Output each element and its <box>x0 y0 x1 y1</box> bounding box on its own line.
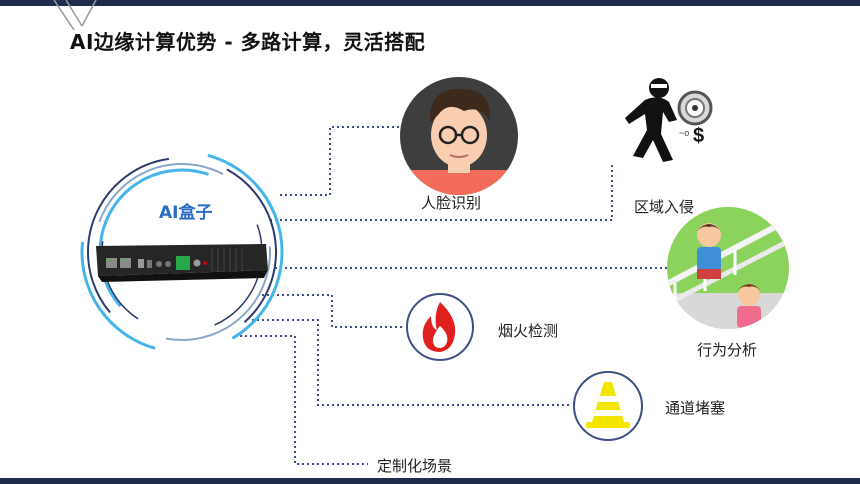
face-avatar-icon <box>400 77 518 195</box>
node-label-channel-blockage: 通道堵塞 <box>665 399 726 417</box>
svg-text:~o: ~o <box>679 128 689 138</box>
bottom-footer-bar <box>0 478 860 484</box>
flame-icon <box>406 293 474 361</box>
hub-label: AI盒子 <box>159 203 213 223</box>
node-label-face-recognition: 人脸识别 <box>421 194 482 212</box>
ai-box-device-icon <box>96 244 268 282</box>
connector-fire <box>262 294 405 328</box>
traffic-cone-icon <box>573 371 643 441</box>
connector-intrusion <box>270 165 613 221</box>
connector-custom <box>240 335 368 465</box>
title-decoration <box>53 0 97 30</box>
node-label-area-intrusion: 区域入侵 <box>634 198 695 216</box>
node-label-custom-scenarios: 定制化场景 <box>377 457 453 475</box>
top-header-bar <box>0 0 860 6</box>
svg-text:$: $ <box>693 125 704 147</box>
intruder-icon: $ ~o <box>625 78 713 162</box>
node-label-fire-detection: 烟火检测 <box>498 322 559 340</box>
page-title: AI边缘计算优势 - 多路计算，灵活搭配 <box>70 30 426 54</box>
children-playground-icon <box>667 207 789 329</box>
connector-face <box>280 126 400 196</box>
node-label-behavior-analysis: 行为分析 <box>697 341 758 359</box>
